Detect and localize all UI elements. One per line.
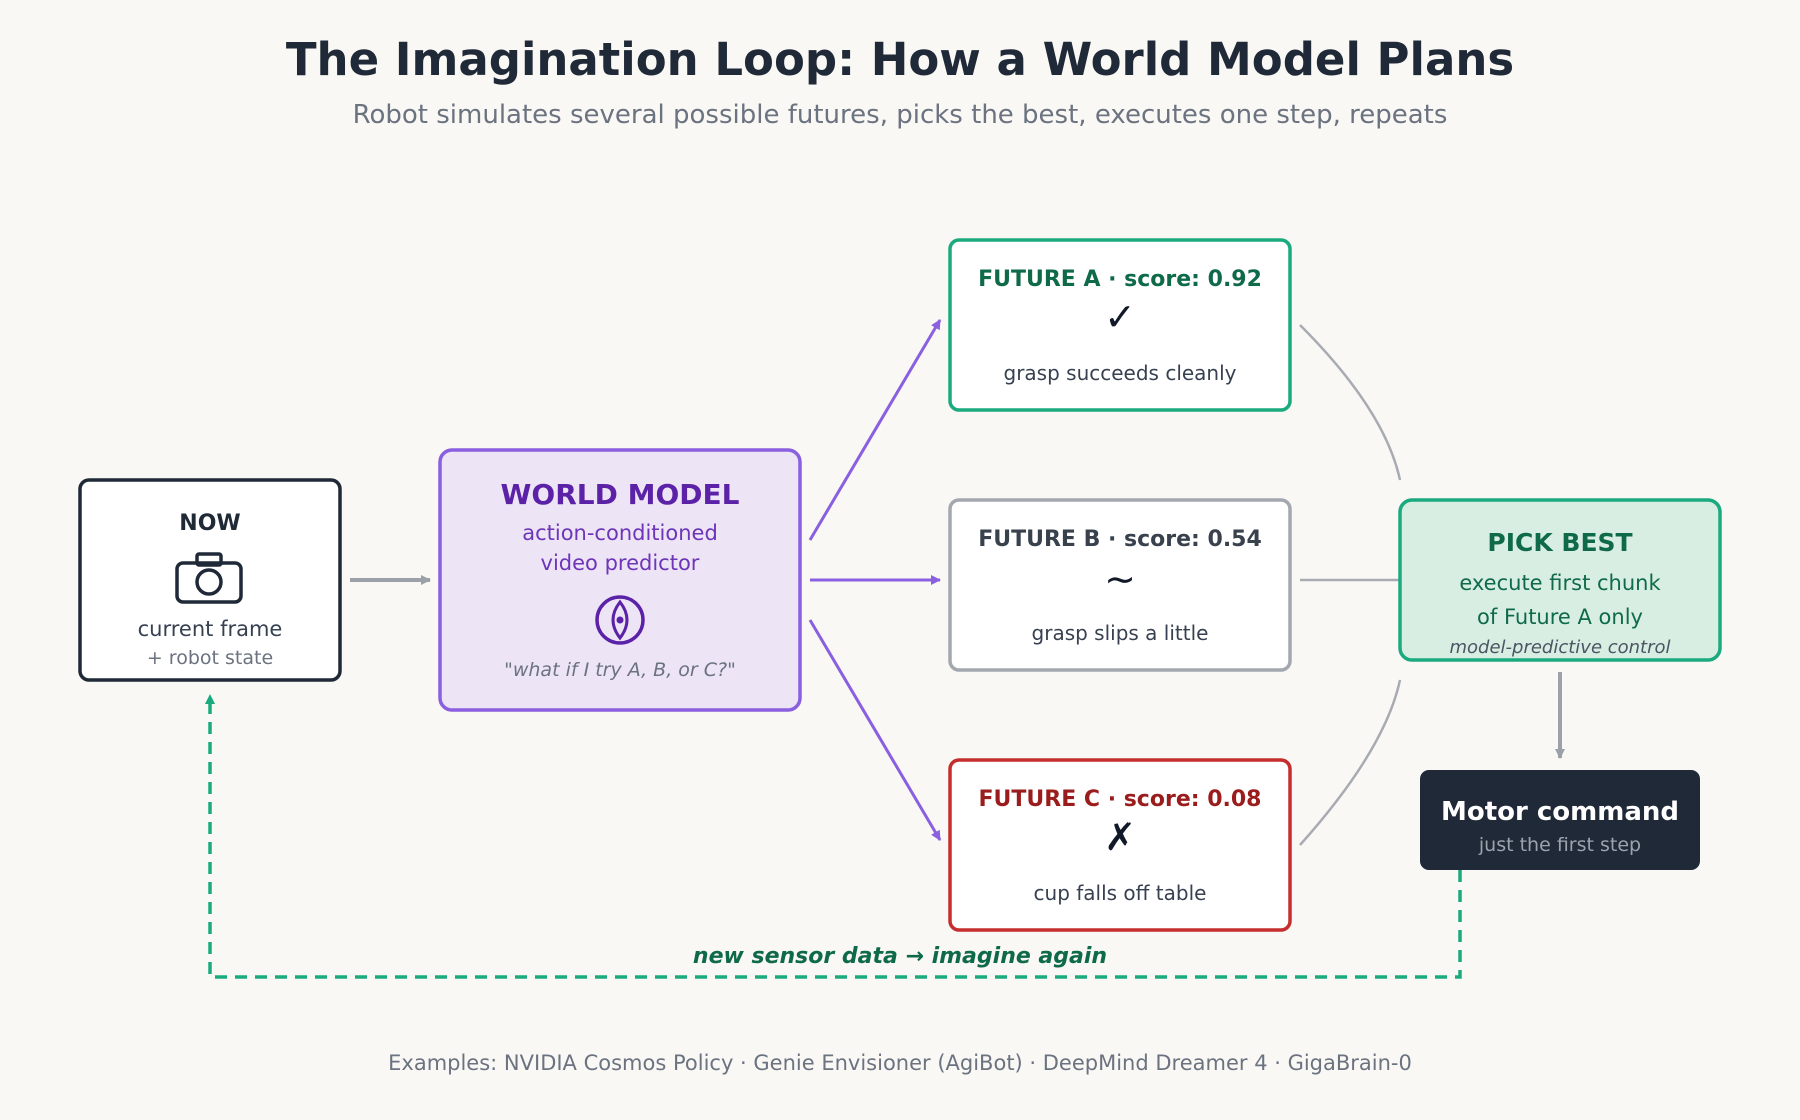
now-heading: NOW bbox=[179, 511, 240, 536]
cross-icon: ✗ bbox=[1104, 815, 1136, 859]
future-c-box: FUTURE C · score: 0.08 ✗ cup falls off t… bbox=[948, 758, 1292, 932]
future-c-desc: cup falls off table bbox=[1034, 881, 1207, 905]
footer-examples: Examples: NVIDIA Cosmos Policy · Genie E… bbox=[388, 1051, 1412, 1075]
future-b-desc: grasp slips a little bbox=[1032, 621, 1209, 645]
now-box: NOW current frame + robot state bbox=[78, 478, 342, 682]
world-model-box: WORLD MODEL action-conditioned video pre… bbox=[438, 448, 802, 712]
arrow-model-to-future-a bbox=[808, 319, 942, 541]
future-c-label: FUTURE C · score: 0.08 bbox=[979, 787, 1262, 812]
motor-command-box: Motor command just the first step bbox=[1420, 770, 1700, 870]
connector-future-a-to-pick bbox=[1299, 324, 1402, 481]
tilde-icon: ∼ bbox=[1104, 557, 1136, 601]
now-robot-state: + robot state bbox=[147, 647, 273, 669]
motor-command-sub: just the first step bbox=[1478, 834, 1641, 856]
pick-best-line1: execute first chunk bbox=[1459, 571, 1661, 595]
world-model-line2: video predictor bbox=[541, 551, 700, 575]
now-current-frame: current frame bbox=[138, 617, 283, 641]
world-model-quote: "what if I try A, B, or C?" bbox=[504, 659, 736, 681]
arrow-model-to-future-c bbox=[808, 619, 942, 841]
check-icon: ✓ bbox=[1104, 295, 1136, 339]
future-a-label: FUTURE A · score: 0.92 bbox=[978, 267, 1262, 292]
motor-command-heading: Motor command bbox=[1441, 797, 1679, 827]
eye-icon bbox=[595, 595, 645, 645]
future-a-box: FUTURE A · score: 0.92 ✓ grasp succeeds … bbox=[948, 238, 1292, 412]
feedback-loop-arrow bbox=[205, 694, 1462, 979]
page-title: The Imagination Loop: How a World Model … bbox=[286, 33, 1514, 86]
pick-best-line2: of Future A only bbox=[1477, 605, 1643, 629]
future-a-desc: grasp succeeds cleanly bbox=[1004, 361, 1237, 385]
pick-best-note: model-predictive control bbox=[1449, 637, 1670, 658]
connector-future-c-to-pick bbox=[1299, 679, 1402, 846]
loop-label: new sensor data → imagine again bbox=[693, 944, 1107, 969]
future-b-label: FUTURE B · score: 0.54 bbox=[978, 527, 1262, 552]
pick-best-heading: PICK BEST bbox=[1487, 528, 1632, 557]
future-b-box: FUTURE B · score: 0.54 ∼ grasp slips a l… bbox=[948, 498, 1292, 672]
page-subtitle: Robot simulates several possible futures… bbox=[353, 100, 1448, 130]
pick-best-box: PICK BEST execute first chunk of Future … bbox=[1398, 498, 1722, 662]
world-model-line1: action-conditioned bbox=[522, 521, 718, 545]
camera-icon bbox=[175, 552, 243, 604]
world-model-heading: WORLD MODEL bbox=[501, 478, 740, 511]
